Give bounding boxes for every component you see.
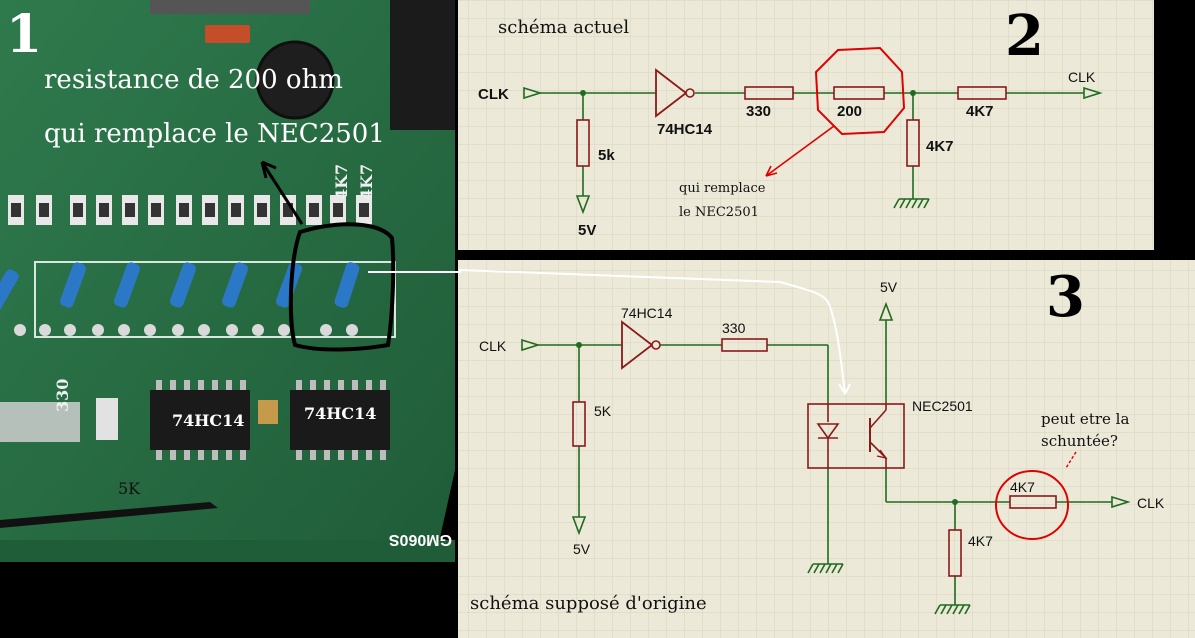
ic-74hc14-right	[290, 380, 390, 460]
pcb-trace	[0, 502, 218, 528]
mounting-hole	[255, 40, 335, 120]
resistor-4k7-output	[1009, 495, 1057, 509]
annotation-arrow	[1065, 451, 1077, 469]
panel-3-optocoupler-label: NEC2501	[912, 398, 973, 414]
panel-3-title: schéma supposé d'origine	[470, 593, 707, 614]
panel-3-ic-label: 74HC14	[621, 305, 673, 321]
panel-3-note-line-2: schuntée?	[1041, 432, 1118, 450]
supply-5v-symbol	[575, 195, 591, 215]
panel-2-r330-label: 330	[746, 103, 771, 120]
panel-2-r5k-label: 5k	[598, 147, 615, 164]
through-hole-resistors	[0, 262, 360, 313]
panel-3-r5k-label: 5K	[594, 403, 612, 419]
panel-separator	[455, 0, 458, 638]
panel-2-5v-label: 5V	[578, 222, 596, 239]
panel-3-5v-top-label: 5V	[880, 279, 898, 295]
panel-separator	[455, 250, 1195, 260]
panel-2-clk-out-label: CLK	[1068, 69, 1096, 85]
ground-symbol	[893, 195, 930, 209]
ground-symbol	[807, 562, 844, 574]
panel-3-original-schematic: schéma supposé d'origine 3 CLK 5V	[457, 260, 1195, 638]
solder-pads	[14, 324, 358, 336]
resistor-4k7-shunt	[948, 529, 962, 577]
resistor-200-ohm	[334, 262, 360, 308]
panel-3-clk-in-label: CLK	[479, 338, 507, 354]
clk-in-port	[523, 86, 543, 100]
resistor-5k	[572, 401, 586, 447]
annotation-arrow-head	[765, 165, 778, 177]
panel-3-r4k7-shunt-label: 4K7	[968, 533, 993, 549]
panel-2-r200-label: 200	[837, 103, 862, 120]
resistor-330	[721, 338, 768, 352]
resistor-5k	[576, 119, 590, 167]
panel-2-clk-in-label: CLK	[478, 86, 509, 103]
panel-1-caption-line-1: resistance de 200 ohm	[44, 65, 343, 95]
junction	[952, 499, 958, 505]
panel-3-wires	[538, 320, 1112, 603]
inverter-74hc14	[621, 320, 654, 370]
smd-resistor-row	[8, 195, 372, 225]
clk-out-port	[1083, 86, 1103, 100]
panel-3-r4k7-out-label: 4K7	[1010, 479, 1035, 495]
panel-2-title: schéma actuel	[498, 17, 629, 38]
white-connector-arrow-head	[838, 383, 851, 395]
white-connector-line	[368, 268, 846, 395]
pcb-label-4k7-b: 4K7	[357, 164, 376, 200]
silkscreen-outline	[34, 261, 396, 338]
panel-1-caption-line-2: qui remplace le NEC2501	[44, 119, 385, 149]
panel-2-note-line-2: le NEC2501	[679, 205, 759, 220]
junction	[576, 342, 582, 348]
pcb-label-5k: 5K	[118, 479, 141, 498]
pcb-label-ic2: 74HC14	[304, 404, 376, 423]
inverter-74hc14	[655, 68, 688, 118]
panel-1-number: 1	[6, 4, 42, 65]
panel-1-pcb-photo: 1 resistance de 200 ohm qui remplace le …	[0, 0, 455, 562]
pcb-label-board-id: GM060S	[389, 531, 452, 548]
panel-2-r4k7-out-label: 4K7	[966, 103, 994, 120]
panel-2-wires	[540, 92, 1084, 196]
panel-3-r330-label: 330	[722, 320, 746, 336]
resistor-330	[744, 86, 794, 100]
clk-out-port	[1111, 495, 1131, 509]
ic-74hc14-left	[150, 380, 250, 460]
panel-2-current-schematic: schéma actuel 2 CLK CLK 5k 5V	[457, 0, 1195, 250]
inverter-bubble	[651, 340, 661, 350]
panel-2-r4k7-shunt-label: 4K7	[926, 138, 954, 155]
ground-symbol	[934, 603, 971, 615]
junction	[580, 90, 586, 96]
highlight-circle	[814, 46, 906, 136]
arrow-head	[260, 160, 277, 179]
pcb-label-ic1: 74HC14	[172, 411, 244, 430]
inverter-bubble	[685, 88, 695, 98]
resistor-200	[833, 86, 885, 100]
panel-3-number: 3	[1046, 264, 1085, 330]
panel-3-note-line-1: peut etre la	[1041, 410, 1129, 428]
resistor-4k7-shunt	[906, 119, 920, 167]
panel-2-ic-label: 74HC14	[657, 121, 713, 138]
supply-5v-bottom-symbol	[571, 516, 587, 536]
clk-in-port	[521, 338, 541, 352]
annotation-arrow	[765, 125, 835, 177]
pcb-label-4k7-a: 4K7	[332, 164, 351, 200]
pointer-arrow	[260, 161, 304, 225]
panel-2-note-line-1: qui remplace	[679, 181, 766, 196]
resistor-4k7-output	[957, 86, 1007, 100]
optocoupler-nec2501	[807, 403, 905, 469]
supply-5v-top-symbol	[878, 301, 894, 321]
panel-3-clk-out-label: CLK	[1137, 495, 1165, 511]
hand-drawn-circle	[288, 222, 396, 352]
panel-2-number: 2	[1005, 3, 1044, 69]
junction	[910, 90, 916, 96]
panel-3-5v-bottom-label: 5V	[573, 541, 591, 557]
pcb-label-330: 330	[53, 379, 72, 412]
highlight-circle	[995, 470, 1069, 540]
